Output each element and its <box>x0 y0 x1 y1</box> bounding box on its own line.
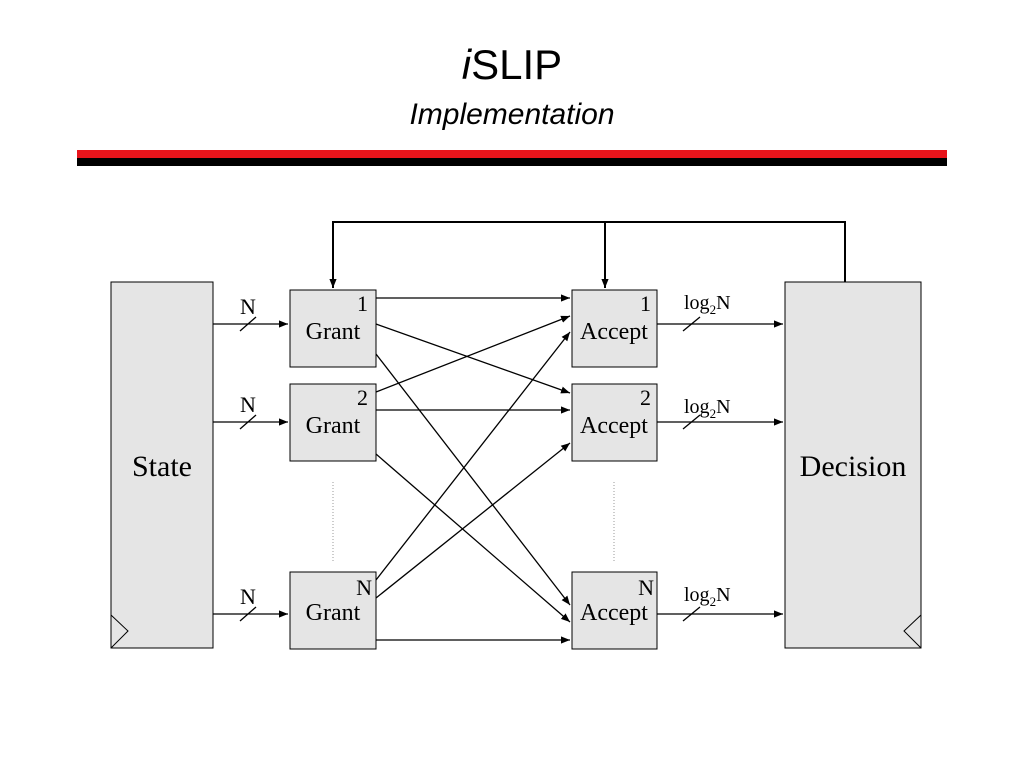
title-main: SLIP <box>471 41 563 88</box>
state-to-grant-arrows <box>213 316 288 622</box>
accent-bar-black <box>77 158 947 166</box>
clock-icon <box>110 614 129 649</box>
grant-label: Grant <box>306 600 361 626</box>
decision-label: Decision <box>800 450 907 483</box>
grant-index: 2 <box>357 385 368 410</box>
accept-block-1: 1 Accept <box>571 289 658 368</box>
accept-block-2: 2 Accept <box>571 383 658 462</box>
accept-index: 2 <box>640 385 651 410</box>
grant-accept-interconnect <box>375 294 571 644</box>
accept-index: 1 <box>640 291 651 316</box>
state-label: State <box>132 450 192 483</box>
grant-block-1: 1 Grant <box>289 289 377 368</box>
accept-label: Accept <box>580 319 648 345</box>
slide-subtitle: Implementation <box>409 98 615 131</box>
decision-block: Decision <box>784 281 922 649</box>
grant-block-2: 2 Grant <box>289 383 377 462</box>
log2n-label: log2N <box>684 584 731 609</box>
accept-label: Accept <box>580 600 648 626</box>
bus-width-label: N <box>240 584 256 609</box>
bus-width-label: N <box>240 392 256 417</box>
accent-bar-red <box>77 150 947 158</box>
title-italic-prefix: i <box>461 41 472 88</box>
clock-icon <box>903 614 922 649</box>
grant-block-n: N Grant <box>289 571 377 650</box>
state-block: State <box>110 281 214 649</box>
grant-label: Grant <box>306 413 361 439</box>
accept-to-decision-arrows <box>657 316 783 622</box>
log2n-label: log2N <box>684 396 731 421</box>
grant-index: N <box>356 575 372 600</box>
bus-width-label: N <box>240 294 256 319</box>
accept-index: N <box>638 575 654 600</box>
accept-label: Accept <box>580 413 648 439</box>
slide-title: iSLIP <box>0 44 1024 86</box>
grant-label: Grant <box>306 319 361 345</box>
log2n-label: log2N <box>684 292 731 317</box>
grant-index: 1 <box>357 291 368 316</box>
accept-block-n: N Accept <box>571 571 658 650</box>
feedback-loop <box>329 221 846 288</box>
